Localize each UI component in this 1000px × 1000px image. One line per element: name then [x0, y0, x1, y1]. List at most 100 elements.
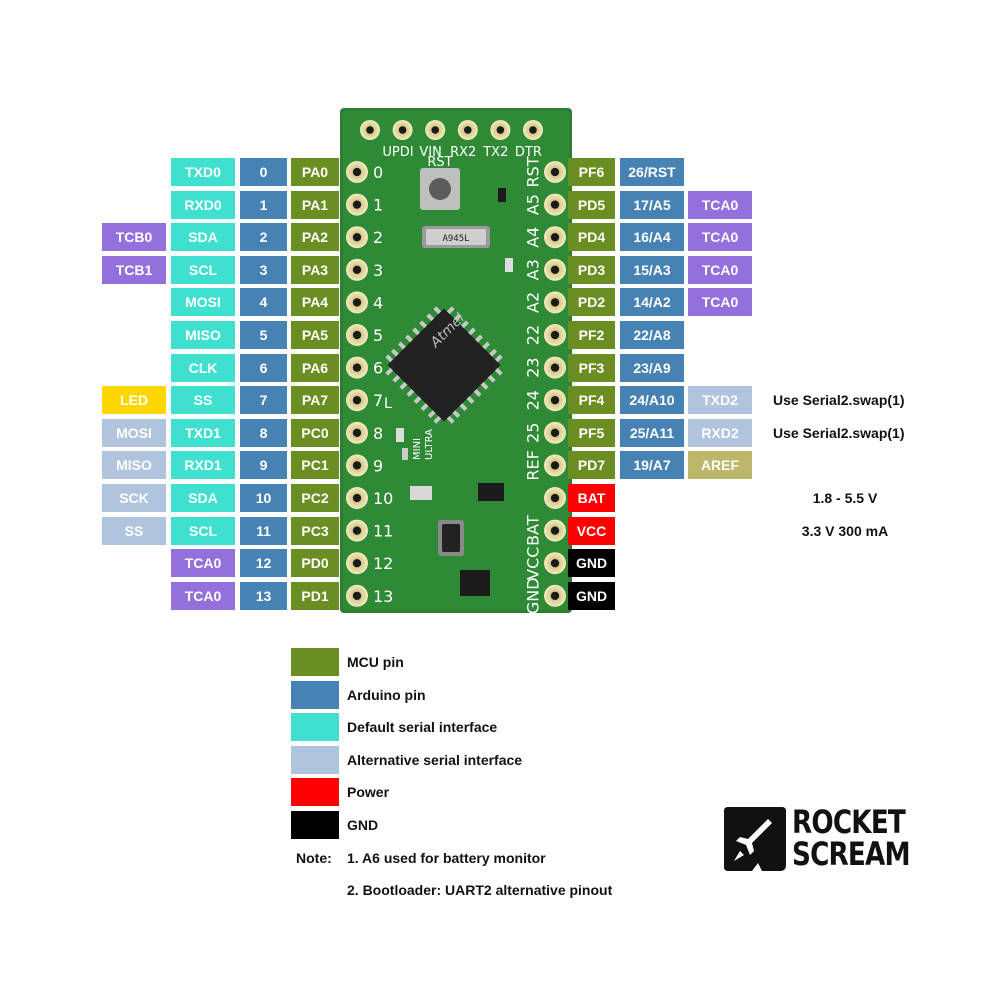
left-function-8: TXD1: [171, 418, 235, 447]
power-ic: [460, 570, 490, 596]
right-header-pad: [544, 324, 566, 346]
mini-label: MINI: [412, 438, 423, 460]
legend-label-5: GND: [347, 817, 379, 833]
right-arduino-pin-7: 24/A10: [620, 386, 684, 415]
left-mcu-pin-3: PA3: [291, 255, 339, 284]
right-silk-label: 24: [524, 390, 543, 410]
left-alt-function-7: LED: [102, 386, 166, 415]
legend-swatch-2: [291, 713, 339, 742]
left-silk-number: 9: [373, 456, 383, 475]
top-header-pad: [392, 120, 413, 140]
right-arduino-pin-3: 15/A3: [620, 255, 684, 284]
right-function-2: TCA0: [688, 223, 752, 252]
right-mcu-pin-8: PF5: [568, 418, 615, 447]
right-header-pad: [544, 193, 566, 216]
led-label: L: [384, 396, 392, 412]
right-header-pad: [544, 356, 566, 379]
right-arduino-pin-6: 23/A9: [620, 353, 684, 382]
right-function-3: TCA0: [688, 255, 752, 284]
left-function-1: RXD0: [171, 190, 235, 219]
left-mcu-pin-9: PC1: [291, 451, 339, 480]
right-arduino-pin-9: 19/A7: [620, 451, 684, 480]
right-header-pad: [544, 258, 566, 281]
legend-label-0: MCU pin: [347, 654, 404, 670]
left-arduino-pin-10: 10: [240, 484, 287, 512]
right-arduino-pin-1: 17/A5: [620, 190, 684, 219]
crystal-label: A945L: [442, 234, 469, 244]
left-mcu-pin-5: PA5: [291, 321, 339, 349]
legend-swatch-5: [291, 811, 339, 839]
left-alt-function-9: MISO: [102, 451, 166, 480]
left-mcu-pin-7: PA7: [291, 386, 339, 415]
legend-label-2: Default serial interface: [347, 719, 498, 736]
left-header-pad: [346, 226, 368, 249]
top-header-pad: [490, 120, 511, 140]
left-function-4: MOSI: [171, 288, 235, 317]
left-silk-number: 6: [373, 359, 383, 378]
mcu-chip: [385, 306, 503, 424]
right-header-pad: [544, 291, 566, 314]
right-silk-label: 23: [524, 357, 543, 377]
top-silk-label: UPDI: [382, 145, 413, 160]
left-arduino-pin-12: 12: [240, 549, 287, 578]
left-alt-function-2: TCB0: [102, 223, 166, 252]
right-header-pad: [544, 584, 566, 607]
top-silk-label: TX2: [482, 145, 508, 160]
right-silk-label: RST: [524, 156, 543, 187]
right-function-8: RXD2: [688, 418, 752, 447]
right-header-pad: [544, 161, 566, 183]
left-arduino-pin-2: 2: [240, 223, 287, 252]
right-arduino-pin-0: 26/RST: [620, 158, 684, 186]
ultra-label: ULTRA: [424, 429, 435, 460]
right-mcu-pin-4: PD2: [568, 288, 615, 317]
right-mcu-pin-7: PF4: [568, 386, 615, 415]
left-header-pad: [346, 258, 368, 281]
left-mcu-pin-1: PA1: [291, 190, 339, 219]
right-silk-label: A3: [524, 259, 543, 280]
right-mcu-pin-0: PF6: [568, 158, 615, 186]
top-header-pad: [457, 120, 478, 140]
right-function-4: TCA0: [688, 288, 752, 317]
left-function-7: SS: [171, 386, 235, 415]
right-silk-label: VCC: [524, 547, 543, 580]
left-arduino-pin-8: 8: [240, 418, 287, 447]
right-header-pad: [544, 487, 566, 509]
top-header-pad: [523, 120, 543, 140]
right-header-pad: [544, 389, 566, 412]
top-silk-label: VIN: [419, 145, 441, 160]
left-mcu-pin-2: PA2: [291, 223, 339, 252]
left-arduino-pin-11: 11: [240, 516, 287, 545]
left-header-pad: [346, 389, 368, 412]
left-mcu-pin-13: PD1: [291, 581, 339, 610]
left-silk-number: 13: [373, 587, 393, 606]
left-header-pad: [346, 421, 368, 444]
regulator: [478, 483, 504, 501]
left-arduino-pin-13: 13: [240, 581, 287, 610]
left-function-9: RXD1: [171, 451, 235, 480]
right-mcu-pin-12: GND: [568, 549, 615, 578]
right-silk-label: A5: [524, 194, 543, 215]
right-silk-label: A2: [524, 292, 543, 313]
right-arduino-pin-4: 14/A2: [620, 288, 684, 317]
left-silk-number: 8: [373, 424, 383, 443]
left-arduino-pin-7: 7: [240, 386, 287, 415]
note-heading: Note:: [296, 850, 332, 866]
legend-swatch-1: [291, 680, 339, 709]
rocket-scream-logo-icon: [724, 807, 786, 871]
left-mcu-pin-0: PA0: [291, 158, 339, 186]
left-header-pad: [346, 324, 368, 346]
right-silk-label: 22: [524, 325, 543, 345]
right-mcu-pin-10: BAT: [568, 484, 615, 512]
left-function-0: TXD0: [171, 158, 235, 186]
right-arduino-pin-2: 16/A4: [620, 223, 684, 252]
legend-swatch-4: [291, 778, 339, 807]
rst-label: RST: [427, 155, 452, 170]
left-mcu-pin-4: PA4: [291, 288, 339, 317]
left-function-11: SCL: [171, 516, 235, 545]
left-mcu-pin-12: PD0: [291, 549, 339, 578]
left-header-pad: [346, 356, 368, 379]
left-header-pad: [346, 487, 368, 509]
logo-wordmark: ROCKET SCREAM: [792, 806, 911, 870]
left-silk-number: 10: [373, 489, 393, 508]
right-header-pad: [544, 552, 566, 575]
